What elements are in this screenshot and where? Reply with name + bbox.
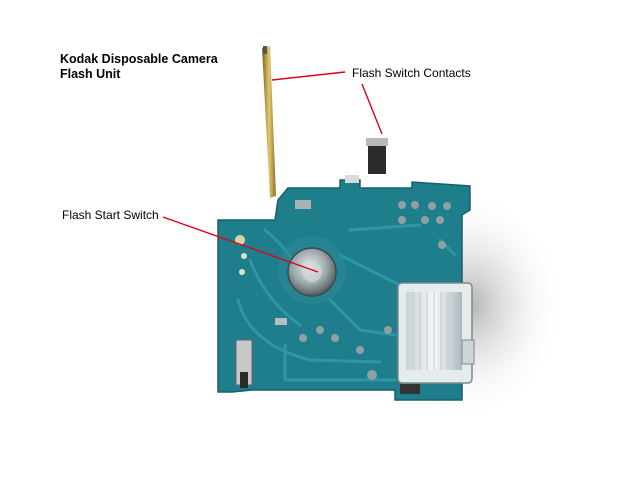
pcb-components [235, 175, 451, 394]
title-line-1: Kodak Disposable Camera [60, 52, 218, 66]
label-flash-switch-contacts: Flash Switch Contacts [352, 66, 471, 80]
flash-tube [397, 282, 475, 384]
callout-line-contacts-strip [271, 71, 346, 81]
callout-lines [162, 71, 383, 273]
contact-strip-left [262, 46, 276, 198]
callout-line-contacts-tab [361, 83, 383, 135]
contact-tab-right [368, 140, 386, 174]
title-line-2: Flash Unit [60, 67, 121, 81]
photo-title: Kodak Disposable Camera Flash Unit [60, 52, 218, 82]
label-flash-start-switch: Flash Start Switch [62, 208, 159, 222]
callout-line-start-switch [162, 216, 319, 273]
flash-start-switch [278, 236, 346, 304]
